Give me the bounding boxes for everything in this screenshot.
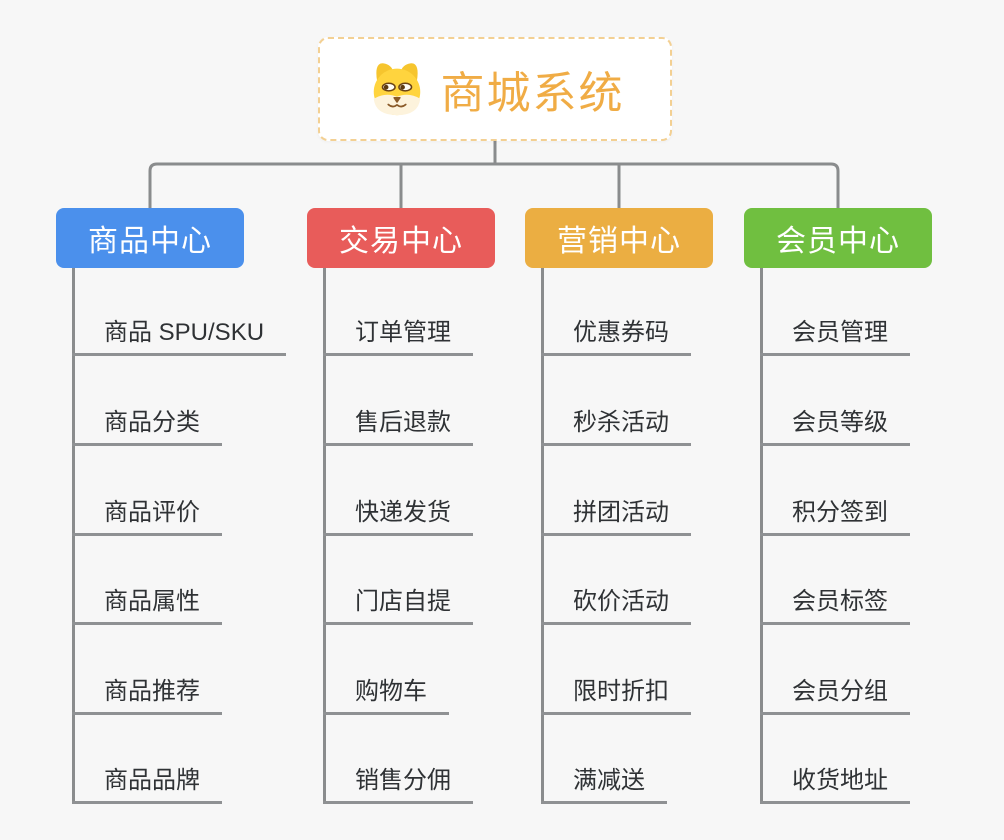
branch-node[interactable]: 商品中心 xyxy=(56,208,244,268)
leaf-node[interactable]: 秒杀活动 xyxy=(541,400,691,446)
leaf-node[interactable]: 商品 SPU/SKU xyxy=(72,310,287,356)
leaf-node[interactable]: 收货地址 xyxy=(760,758,910,804)
leaf-node[interactable]: 售后退款 xyxy=(323,400,473,446)
root-node[interactable]: 商城系统 xyxy=(318,37,672,141)
leaf-node[interactable]: 快递发货 xyxy=(323,490,473,536)
leaf-node[interactable]: 会员等级 xyxy=(760,400,910,446)
leaf-node[interactable]: 商品属性 xyxy=(72,579,222,625)
leaf-node[interactable]: 订单管理 xyxy=(323,310,473,356)
leaf-node[interactable]: 满减送 xyxy=(541,758,667,804)
leaf-node[interactable]: 销售分佣 xyxy=(323,758,473,804)
leaf-node[interactable]: 拼团活动 xyxy=(541,490,691,536)
leaf-node[interactable]: 积分签到 xyxy=(760,490,910,536)
leaf-node[interactable]: 会员管理 xyxy=(760,310,910,356)
leaf-node[interactable]: 限时折扣 xyxy=(541,669,691,715)
branch-node[interactable]: 会员中心 xyxy=(744,208,932,268)
leaf-node[interactable]: 砍价活动 xyxy=(541,579,691,625)
root-title: 商城系统 xyxy=(440,69,625,118)
leaf-node[interactable]: 商品分类 xyxy=(72,400,222,446)
leaf-node[interactable]: 会员标签 xyxy=(760,579,910,625)
leaf-node[interactable]: 门店自提 xyxy=(323,579,473,625)
leaf-node[interactable]: 商品评价 xyxy=(72,490,222,536)
leaf-node[interactable]: 商品推荐 xyxy=(72,669,222,715)
leaf-node[interactable]: 购物车 xyxy=(323,669,449,715)
branch-node[interactable]: 营销中心 xyxy=(525,208,713,268)
branch-bus-line xyxy=(148,162,840,208)
branch-node[interactable]: 交易中心 xyxy=(307,208,495,268)
leaf-node[interactable]: 会员分组 xyxy=(760,669,910,715)
leaf-node[interactable]: 优惠券码 xyxy=(541,310,691,356)
dog-icon xyxy=(373,63,420,116)
leaf-node[interactable]: 商品品牌 xyxy=(72,758,222,804)
